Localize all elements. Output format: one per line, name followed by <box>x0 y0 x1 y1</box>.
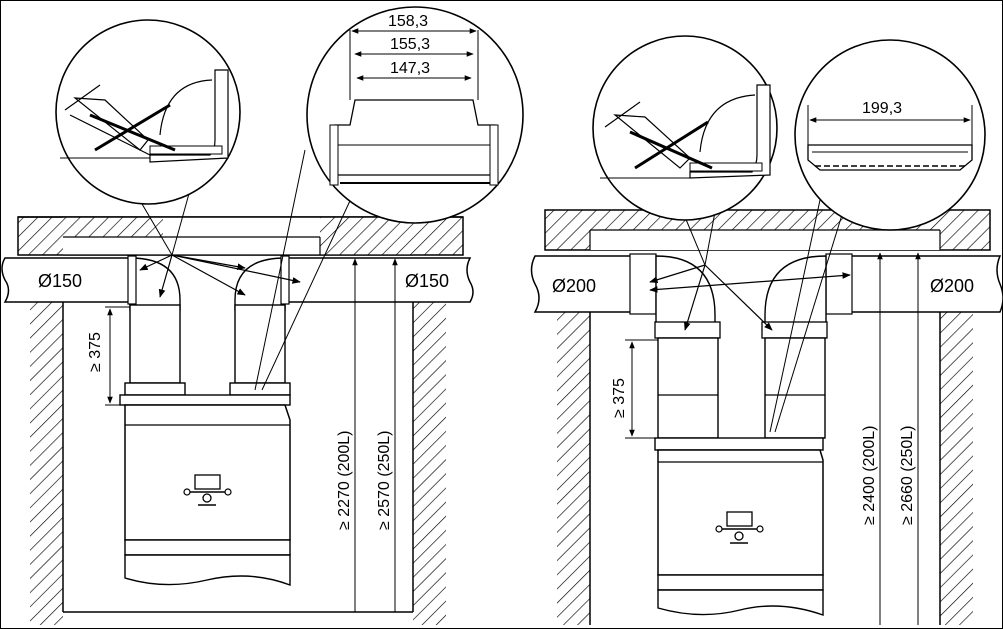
left-drawing: Ø150 Ø150 ≥ 375 <box>1 6 524 625</box>
left-duct-left <box>1 257 131 303</box>
right-pipe-vertical-right <box>764 337 826 439</box>
left-dim-155: 155,3 <box>390 36 430 53</box>
left-unit <box>119 394 291 587</box>
left-wall-right <box>413 300 446 625</box>
left-dim-375: ≥ 375 <box>87 332 104 372</box>
right-dim-199: 199,3 <box>862 100 902 117</box>
left-slab-inner <box>63 217 163 237</box>
left-dim-158: 158,3 <box>388 13 428 30</box>
right-detail-dimensions: 199,3 <box>794 39 986 231</box>
left-pipe-vertical-left <box>129 304 181 384</box>
left-duct-right <box>284 257 474 303</box>
right-drawing: Ø200 Ø200 ≥ 375 ≥ 240 <box>530 35 1003 625</box>
right-dim-250l: ≥ 2660 (250L) <box>899 425 916 525</box>
right-wall-right <box>940 300 973 625</box>
right-duct-left <box>530 255 656 313</box>
left-pipe-label-right: Ø150 <box>405 271 449 291</box>
right-duct-right <box>829 255 1003 313</box>
right-unit <box>654 437 824 616</box>
left-dim-147: 147,3 <box>390 60 430 77</box>
left-elbow-left <box>129 257 181 311</box>
right-wall-left <box>557 300 590 625</box>
right-pipe-label-right: Ø200 <box>930 276 974 296</box>
right-pipe-vertical-left <box>657 337 719 439</box>
left-dim-250l: ≥ 2570 (250L) <box>376 430 393 530</box>
left-wall-left <box>30 300 63 625</box>
left-pipe-label-left: Ø150 <box>38 271 82 291</box>
left-pipe-vertical-right <box>234 304 286 384</box>
right-pipe-label-left: Ø200 <box>552 276 596 296</box>
left-detail-dimensions: 158,3 155,3 147,3 <box>306 6 524 224</box>
right-dim-375: ≥ 375 <box>611 378 628 418</box>
left-detail-no-sealant <box>55 19 241 205</box>
right-detail-no-sealant <box>592 35 778 221</box>
left-dim-200l: ≥ 2270 (200L) <box>336 430 353 530</box>
right-dim-200l: ≥ 2400 (200L) <box>861 425 878 525</box>
